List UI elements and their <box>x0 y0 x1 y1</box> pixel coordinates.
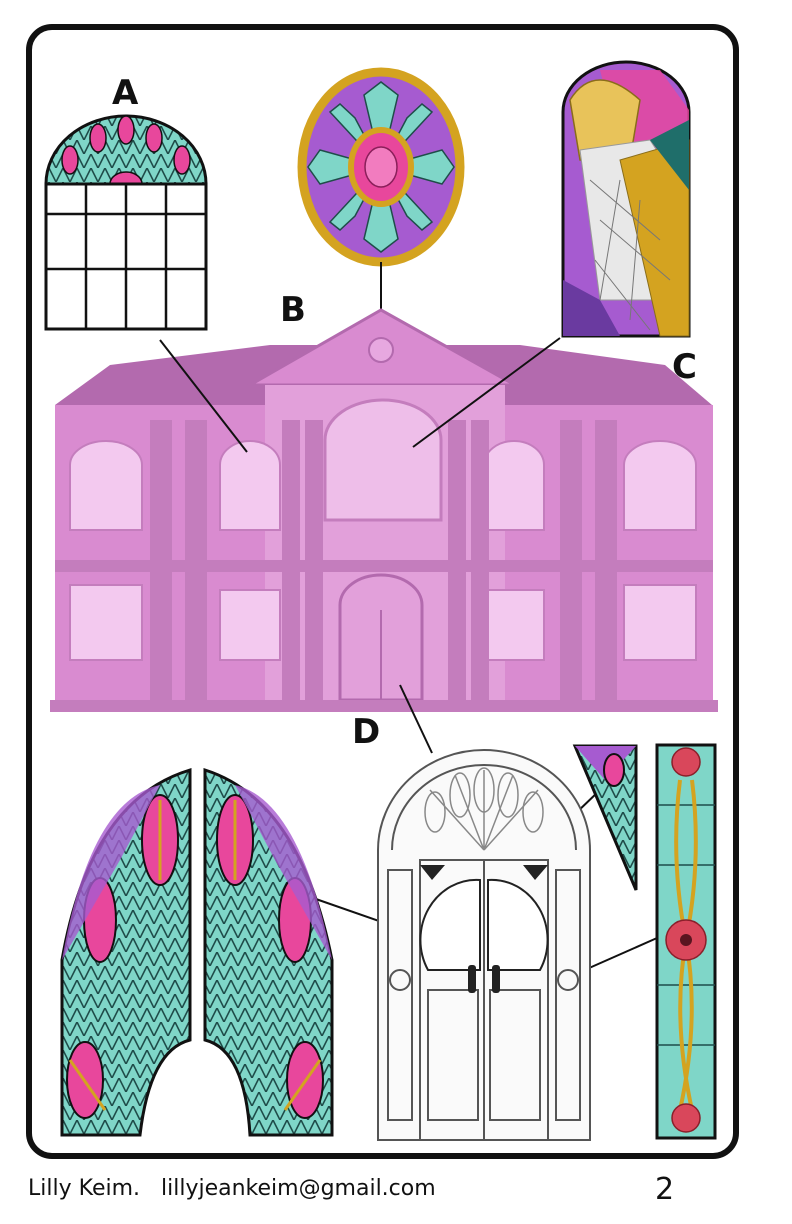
oval-rose-window-icon <box>297 67 465 343</box>
author-name: Lilly Keim. <box>28 1176 141 1201</box>
arched-window-icon <box>44 114 208 331</box>
mansion-illustration <box>50 308 718 712</box>
author-email: lillyjeankeim@gmail.com <box>161 1176 436 1201</box>
corner-triangle-panel-icon <box>572 744 638 891</box>
label-d: D <box>352 712 381 752</box>
label-c: C <box>672 347 697 387</box>
side-strip-panel-icon <box>655 743 717 1140</box>
door-sketch-icon <box>377 749 591 1141</box>
fan-window-panel-icon <box>60 767 334 1137</box>
label-a: A <box>112 73 139 113</box>
footer-credit: Lilly Keim. lillyjeankeim@gmail.com <box>28 1176 436 1201</box>
figure-window-icon <box>561 60 691 338</box>
label-b: B <box>280 290 306 330</box>
page-number: 2 <box>655 1172 675 1207</box>
